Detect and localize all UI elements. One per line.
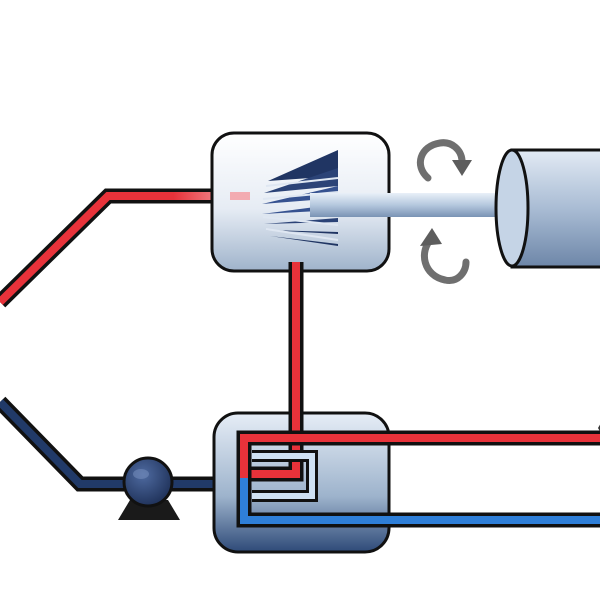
exhaust-steam-pipe [244,262,304,482]
cold-return-line [0,396,240,492]
hot-steam-line [0,188,248,308]
pump-icon [122,456,174,508]
pump-base [118,500,180,520]
cooling-water-out-line [240,434,600,478]
cooling-water-loop [236,430,600,528]
turbine-shaft [310,193,510,217]
condenser-coil [252,450,318,502]
rotation-arrows-icon [416,139,472,284]
cooling-water-in-line [240,478,600,524]
generator [494,148,600,269]
pump [118,456,180,520]
